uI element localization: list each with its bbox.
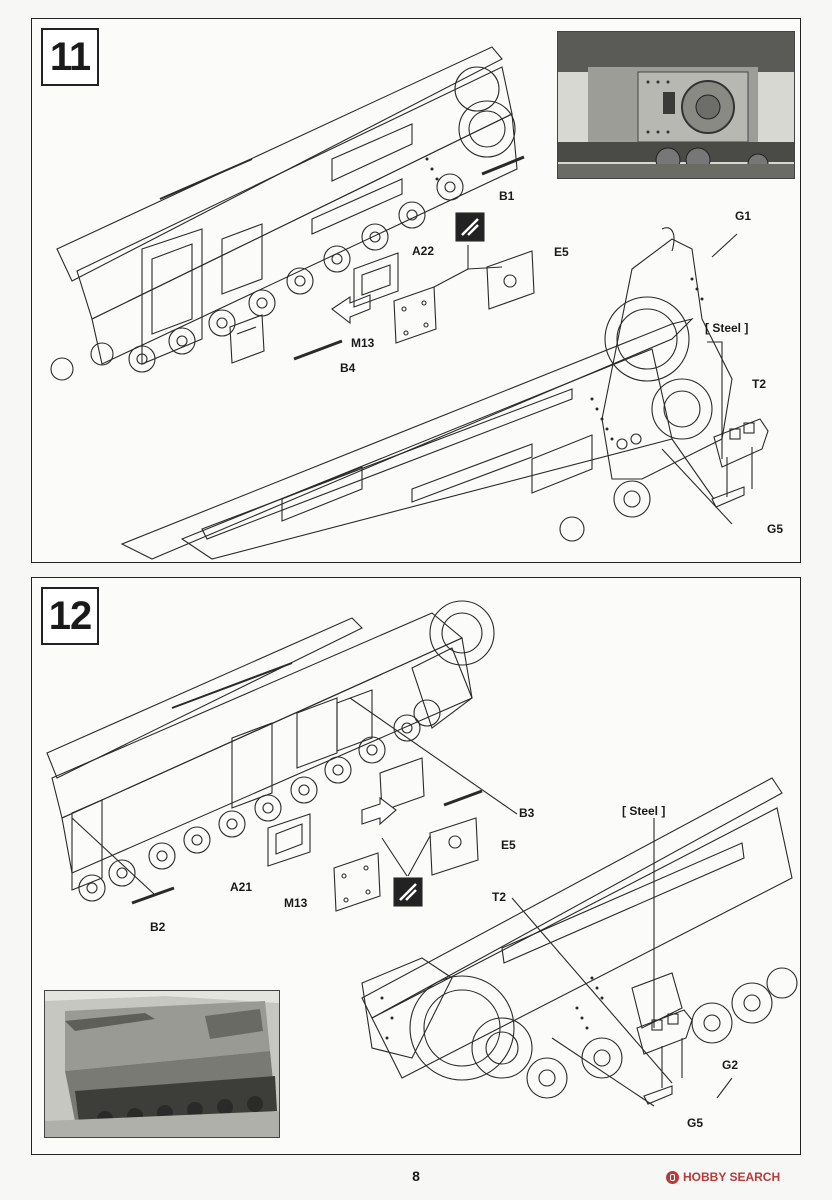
assembly-drawing-step-12 — [46, 600, 798, 1107]
part-label-e5: E5 — [554, 245, 569, 259]
page-number: 8 — [412, 1168, 420, 1184]
part-label-b3: B3 — [519, 806, 535, 820]
part-label-g1: G1 — [735, 209, 752, 223]
steel-note: [ Steel ] — [705, 321, 749, 335]
step-number-11: 11 — [41, 28, 99, 86]
step-11-panel: 11 — [31, 18, 801, 563]
watermark: HOBBY SEARCH — [666, 1170, 780, 1184]
reference-photo-tank-hull — [557, 31, 795, 179]
part-label-a22: A22 — [412, 244, 435, 258]
part-label-g5: G5 — [687, 1116, 704, 1130]
part-label-t2: T2 — [752, 377, 767, 391]
step-number-12: 12 — [41, 587, 99, 645]
watermark-text: HOBBY SEARCH — [683, 1170, 781, 1184]
part-label-b2: B2 — [150, 920, 166, 934]
watermark-logo-icon — [666, 1170, 679, 1184]
part-label-b4: B4 — [340, 361, 356, 375]
part-label-g5: G5 — [767, 522, 784, 536]
step-12-panel: 12 — [31, 577, 801, 1155]
part-label-a21: A21 — [230, 880, 253, 894]
steel-note: [ Steel ] — [622, 804, 666, 818]
part-label-m13: M13 — [351, 336, 375, 350]
part-label-b1: B1 — [499, 189, 515, 203]
part-label-m13: M13 — [284, 896, 308, 910]
assembly-drawing-step-11 — [50, 46, 769, 560]
part-label-e5: E5 — [501, 838, 516, 852]
part-label-t2: T2 — [492, 890, 507, 904]
part-label-g2: G2 — [722, 1058, 739, 1072]
reference-photo-tank-track — [44, 990, 280, 1138]
